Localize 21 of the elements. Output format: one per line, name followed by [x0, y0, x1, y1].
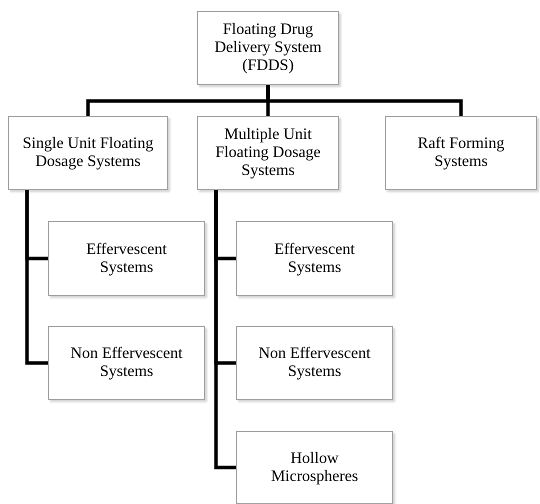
category-box: [236, 431, 393, 504]
box-label: Effervescent Systems: [85, 240, 168, 276]
box-label: Single Unit Floating Dosage Systems: [22, 135, 154, 171]
connector-line: [266, 85, 463, 116]
box-label: Hollow Microspheres: [270, 450, 360, 486]
category-box: [197, 116, 339, 190]
box-label: Non Effervescent Systems: [257, 345, 372, 381]
category-box: [197, 11, 339, 85]
box-label: Effervescent Systems: [273, 240, 356, 276]
box-label: Floating Drug Delivery System (FDDS): [213, 21, 323, 75]
box-label: Raft Forming Systems: [416, 135, 506, 171]
category-box: [8, 116, 168, 190]
category-box: [48, 326, 205, 400]
category-box: [236, 326, 393, 400]
category-box: [385, 116, 537, 190]
category-box: [236, 221, 393, 296]
box-label: Non Effervescent Systems: [69, 345, 184, 381]
box-label: Multiple Unit Floating Dosage Systems: [214, 126, 322, 180]
category-box: [48, 221, 205, 296]
connector-line: [214, 190, 236, 470]
connector-line: [25, 190, 48, 365]
